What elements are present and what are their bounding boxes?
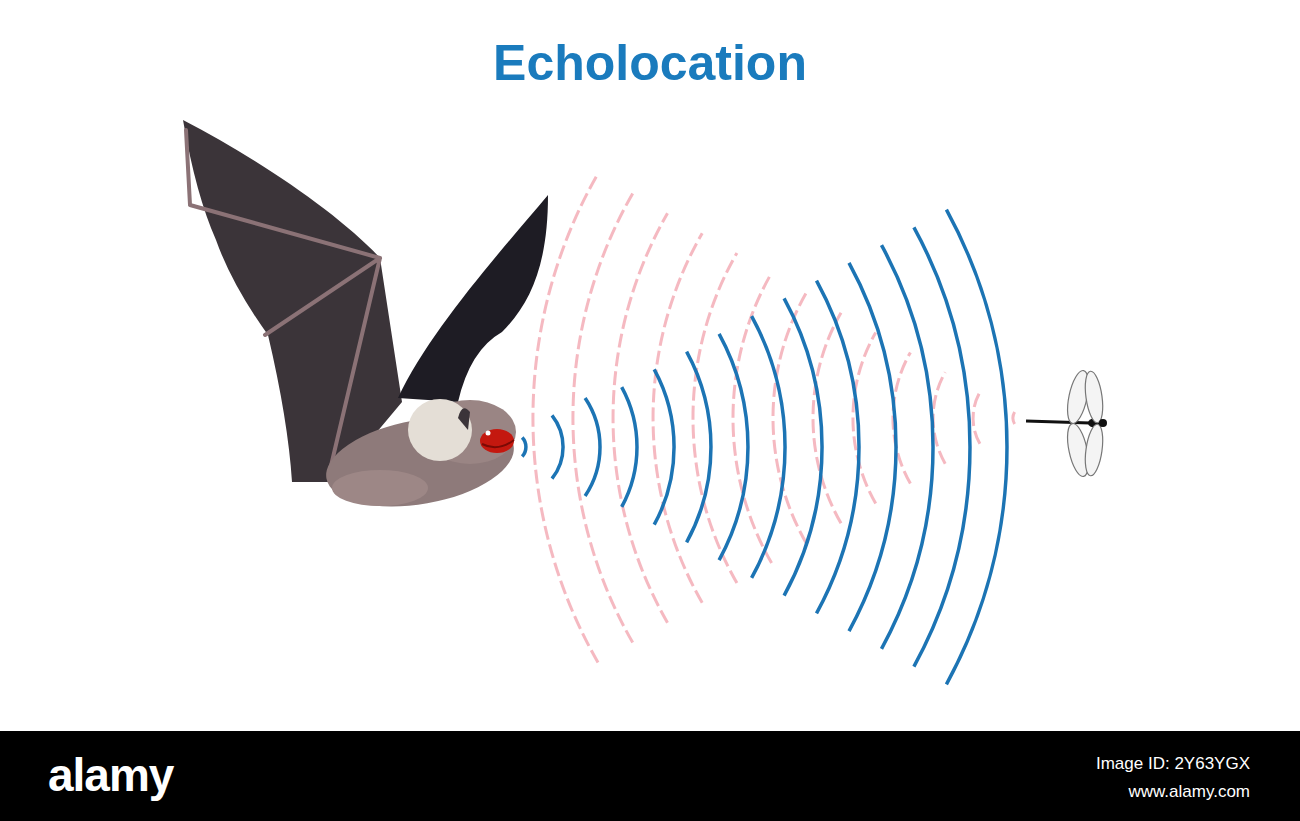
dragonfly-wing [1082, 370, 1105, 424]
dragonfly-head [1099, 419, 1107, 427]
echo-wave [573, 193, 633, 642]
sound-wave [817, 281, 860, 614]
sound-wave [719, 334, 748, 560]
sound-wave [784, 298, 822, 595]
bat-eye [486, 431, 491, 436]
bat-fur [332, 470, 428, 506]
dragonfly [1026, 369, 1107, 479]
mouth-line [482, 440, 514, 447]
diagram-title: Echolocation [0, 34, 1300, 92]
echo-wave [933, 372, 945, 463]
echo-wave [613, 213, 667, 622]
sound-wave [585, 398, 600, 496]
bat-mouth [480, 429, 514, 453]
wing-bones [186, 130, 380, 470]
bat-ear [458, 408, 470, 430]
echo-wave [653, 233, 702, 603]
bat [183, 120, 548, 520]
sound-wave [622, 387, 637, 507]
sound-wave [882, 245, 934, 649]
bat-left-wing [183, 120, 402, 482]
echo-wave [973, 392, 980, 444]
bat-ruff [408, 399, 472, 461]
sound-wave [914, 227, 970, 666]
emitted-waves [522, 210, 1007, 685]
sound-wave [752, 316, 785, 578]
sound-wave [654, 369, 674, 524]
dragonfly-body [1026, 421, 1090, 423]
sound-wave [849, 263, 896, 631]
image-id: Image ID: 2Y63YGX [1096, 754, 1250, 774]
echo-waves [533, 174, 1015, 663]
source-url: www.alamy.com [1128, 782, 1250, 802]
bat-right-wing [398, 195, 548, 402]
dragonfly-wing [1082, 423, 1105, 477]
footer-bar [0, 731, 1300, 821]
sound-wave [687, 352, 711, 543]
sound-wave [946, 210, 1007, 685]
sound-wave [552, 415, 563, 478]
watermark-logo: alamy [48, 748, 173, 802]
echo-wave [1013, 412, 1015, 424]
sound-wave [522, 438, 526, 457]
